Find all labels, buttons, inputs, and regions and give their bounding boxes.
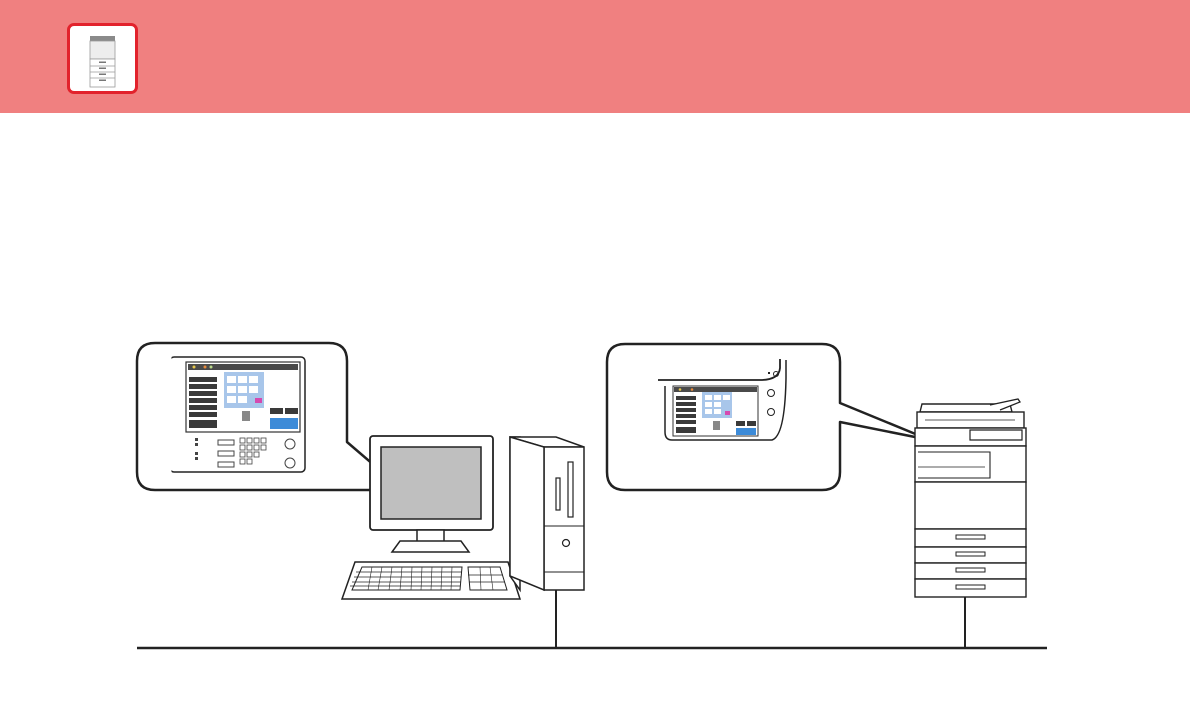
computer-callout bbox=[137, 343, 403, 490]
desktop-computer-icon bbox=[342, 436, 584, 599]
mfp-callout bbox=[607, 344, 930, 490]
network-diagram bbox=[0, 113, 1190, 701]
header-bar bbox=[0, 0, 1190, 113]
multifunction-printer-icon[interactable] bbox=[67, 23, 138, 94]
header-background bbox=[0, 0, 1190, 113]
multifunction-printer-icon bbox=[915, 399, 1026, 597]
